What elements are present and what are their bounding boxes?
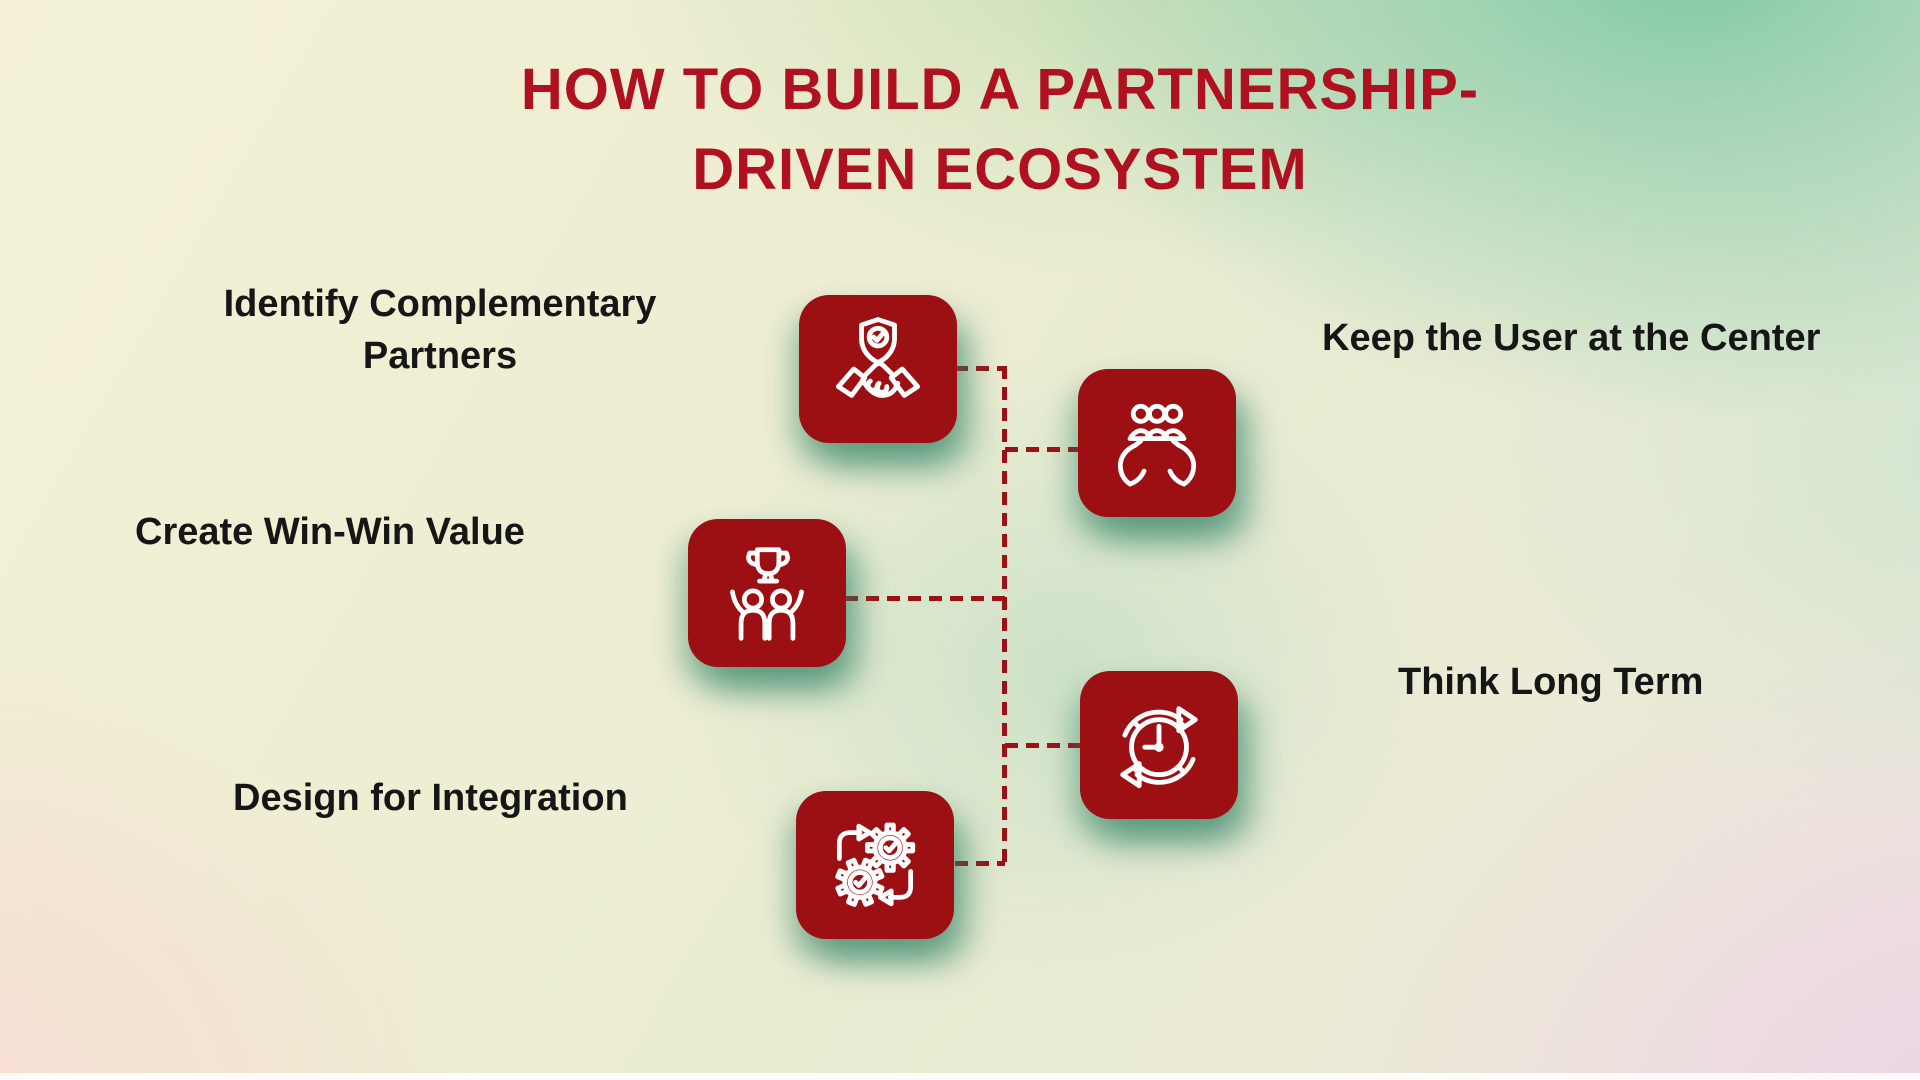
bottom-edge-strip (0, 1073, 1920, 1080)
page-title: HOW TO BUILD A PARTNERSHIP- DRIVEN ECOSY… (300, 50, 1700, 210)
gears-sync-icon (835, 822, 916, 907)
connector-stub-user-center (1005, 447, 1078, 452)
shield-handshake-icon (835, 317, 921, 398)
label-think-long-term: Think Long Term (1398, 661, 1704, 703)
hands-holding-users-icon (1117, 403, 1197, 487)
label-win-win-value: Create Win-Win Value (135, 511, 525, 553)
tile-design-integration (796, 791, 954, 939)
page-title-line2: DRIVEN ECOSYSTEM (692, 137, 1308, 202)
connector-spine (1002, 366, 1007, 866)
tile-think-long-term (1080, 671, 1238, 819)
tile-identify-partners (799, 295, 957, 443)
label-user-center: Keep the User at the Center (1322, 317, 1821, 359)
connector-stub-long-term (1005, 743, 1080, 748)
tile-win-win-value (688, 519, 846, 667)
connector-stub-integration (955, 861, 1005, 866)
connector-stub-identify (955, 366, 1005, 371)
clock-history-icon (1120, 706, 1198, 789)
team-trophy-icon (730, 547, 804, 641)
page-title-line1: HOW TO BUILD A PARTNERSHIP- (520, 57, 1480, 122)
connector-stub-win-win (845, 596, 1005, 601)
label-design-integration: Design for Integration (233, 777, 628, 819)
label-identify-partners: Identify Complementary Partners (223, 283, 657, 377)
tile-user-center (1078, 369, 1236, 517)
